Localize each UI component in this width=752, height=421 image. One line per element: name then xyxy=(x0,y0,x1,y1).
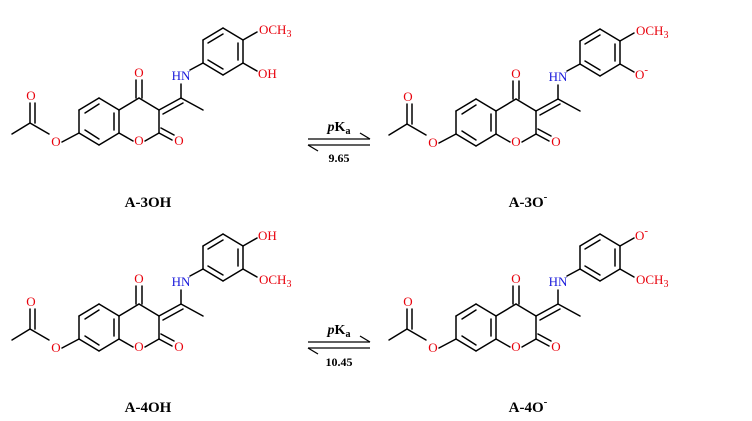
substituent-bottom: OCH3 xyxy=(636,272,668,290)
equilibrium-2: pKa 10.45 xyxy=(307,323,371,369)
molecule-a4o: O- OCH3 xyxy=(388,225,668,356)
pka-value-1: 9.65 xyxy=(329,151,350,165)
substituent-top: OH xyxy=(258,228,277,243)
label-a4o: A-4O- xyxy=(509,396,548,416)
substituent-top: OCH3 xyxy=(636,23,668,41)
substituent-bottom: OH xyxy=(258,66,277,81)
label-a3oh: A-3OH xyxy=(125,195,172,211)
substituent-top: OCH3 xyxy=(259,22,291,40)
pka-label-1: pKa xyxy=(327,120,351,137)
label-a4oh: A-4OH xyxy=(125,400,172,416)
substituent-bottom: OCH3 xyxy=(259,272,291,290)
molecule-a3o: OCH3 O- xyxy=(388,23,668,151)
pka-label-2: pKa xyxy=(327,323,351,340)
pka-value-2: 10.45 xyxy=(326,355,353,369)
substituent-top: O- xyxy=(635,225,648,243)
molecule-a4oh: OH OCH3 xyxy=(11,228,291,356)
label-a3o: A-3O- xyxy=(509,191,548,211)
molecule-a3oh: OCH3 OH xyxy=(11,22,291,150)
substituent-bottom: O- xyxy=(635,64,648,82)
equilibrium-1: pKa 9.65 xyxy=(307,120,371,165)
